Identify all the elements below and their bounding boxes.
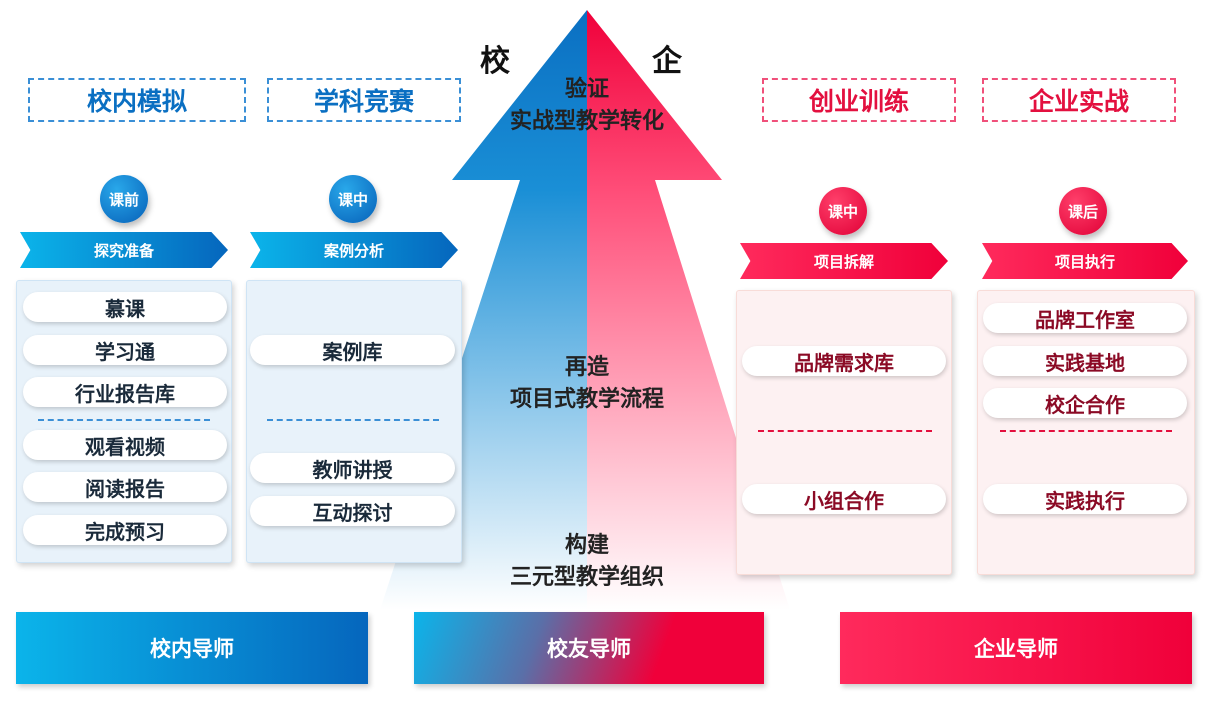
category-school-simulation: 校内模拟	[28, 78, 246, 122]
category-competition: 学科竞赛	[267, 78, 461, 122]
stage-badge: 课前	[100, 175, 148, 223]
arrow-label-subtitle: 三元型教学组织	[509, 565, 664, 590]
arrow-label-verify: 验证 实战型教学转化	[437, 74, 737, 138]
list-item: 行业报告库	[23, 377, 227, 407]
stage-badge: 课中	[819, 187, 867, 235]
list-item: 实践执行	[983, 484, 1187, 514]
column-panel	[977, 290, 1195, 575]
category-startup-training: 创业训练	[762, 78, 956, 122]
list-item: 互动探讨	[250, 496, 455, 526]
list-item: 阅读报告	[23, 472, 227, 502]
arrow-label-subtitle: 项目式教学流程	[509, 387, 664, 412]
phase-ribbon: 项目执行	[982, 243, 1188, 279]
category-enterprise-practice: 企业实战	[982, 78, 1176, 122]
list-item: 完成预习	[23, 515, 227, 545]
mentor-alumni: 校友导师	[414, 612, 764, 684]
list-item: 学习通	[23, 335, 227, 365]
divider	[267, 419, 439, 421]
phase-ribbon: 案例分析	[250, 232, 458, 268]
list-item: 慕课	[23, 292, 227, 322]
phase-ribbon: 项目拆解	[740, 243, 948, 279]
list-item: 实践基地	[983, 346, 1187, 376]
list-item: 观看视频	[23, 430, 227, 460]
enterprise-label: 企	[652, 44, 682, 79]
arrow-label-subtitle: 实战型教学转化	[509, 109, 664, 134]
divider	[38, 419, 210, 421]
list-item: 小组合作	[742, 484, 946, 514]
arrow-label-construct: 构建 三元型教学组织	[437, 530, 737, 594]
arrow-label-title: 构建	[564, 533, 609, 558]
list-item: 品牌工作室	[983, 303, 1187, 333]
divider	[758, 430, 932, 432]
divider	[1000, 430, 1172, 432]
school-label: 校	[480, 44, 510, 79]
list-item: 教师讲授	[250, 453, 455, 483]
stage-badge: 课中	[329, 175, 377, 223]
mentor-school: 校内导师	[16, 612, 368, 684]
list-item: 案例库	[250, 335, 455, 365]
arrow-label-title: 验证	[564, 77, 609, 102]
arrow-label-rebuild: 再造 项目式教学流程	[437, 352, 737, 416]
mentor-enterprise: 企业导师	[840, 612, 1192, 684]
list-item: 品牌需求库	[742, 346, 946, 376]
column-panel	[736, 290, 952, 575]
stage-badge: 课后	[1059, 187, 1107, 235]
phase-ribbon: 探究准备	[20, 232, 228, 268]
list-item: 校企合作	[983, 388, 1187, 418]
arrow-label-title: 再造	[564, 355, 609, 380]
